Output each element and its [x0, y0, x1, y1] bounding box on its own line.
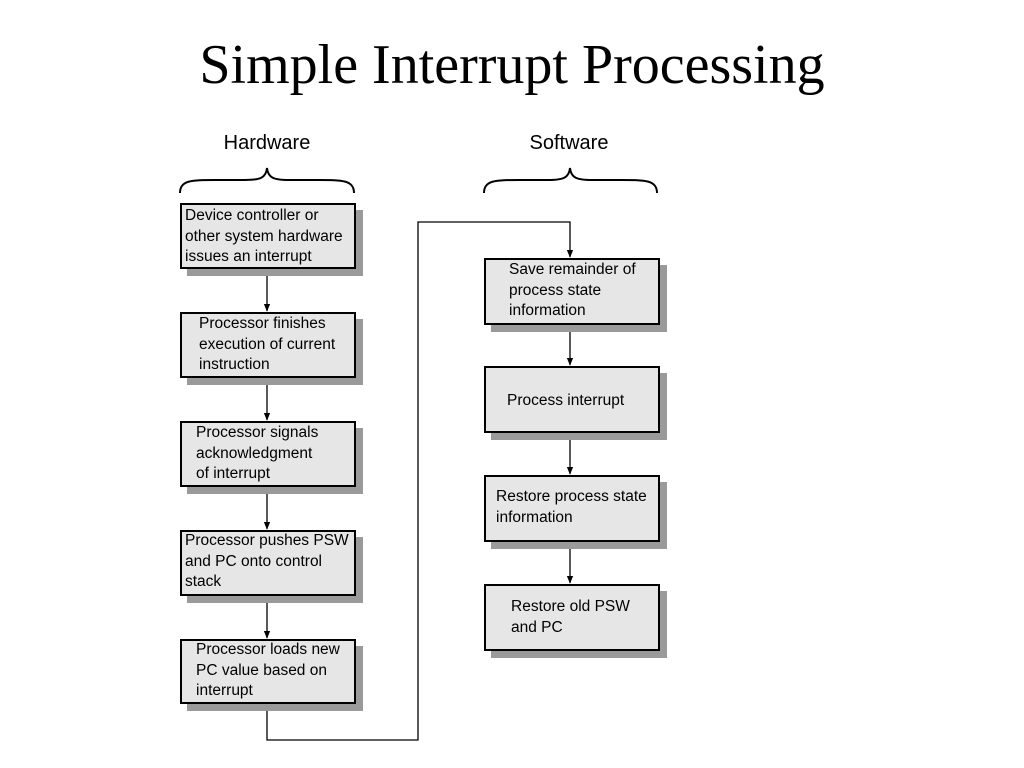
hardware-step-label: Processor loads new PC value based on in… [196, 641, 340, 699]
hardware-step-label: Device controller or other system hardwa… [185, 207, 343, 265]
hardware-brace [179, 167, 355, 194]
hardware-step-acknowledge [180, 421, 356, 487]
software-step-label: Restore process state information [496, 488, 647, 526]
software-brace [483, 167, 658, 194]
hardware-step-label: Processor signals acknowledgment of inte… [196, 424, 319, 482]
hardware-step-interrupt-issued [180, 203, 356, 269]
arrow-hw-to-sw [266, 221, 574, 741]
software-step-restore-psw-pc [484, 584, 660, 651]
software-step-label: Process interrupt [507, 392, 625, 409]
hardware-step-load-pc [180, 639, 356, 704]
software-step-save-state [484, 258, 660, 325]
software-step-process-interrupt [484, 366, 660, 433]
software-step-restore-state [484, 475, 660, 542]
hardware-step-finish-instruction [180, 312, 356, 378]
slide-title: Simple Interrupt Processing [199, 34, 825, 96]
hardware-step-push-psw-pc [180, 530, 356, 596]
software-label: Software [529, 132, 609, 154]
hardware-step-label: Processor finishes execution of current … [199, 315, 336, 373]
software-step-label: Restore old PSW and PC [511, 598, 630, 636]
hardware-step-label: Processor pushes PSW and PC onto control… [185, 532, 349, 590]
hardware-label: Hardware [223, 132, 311, 154]
software-step-label: Save remainder of process state informat… [509, 261, 636, 319]
